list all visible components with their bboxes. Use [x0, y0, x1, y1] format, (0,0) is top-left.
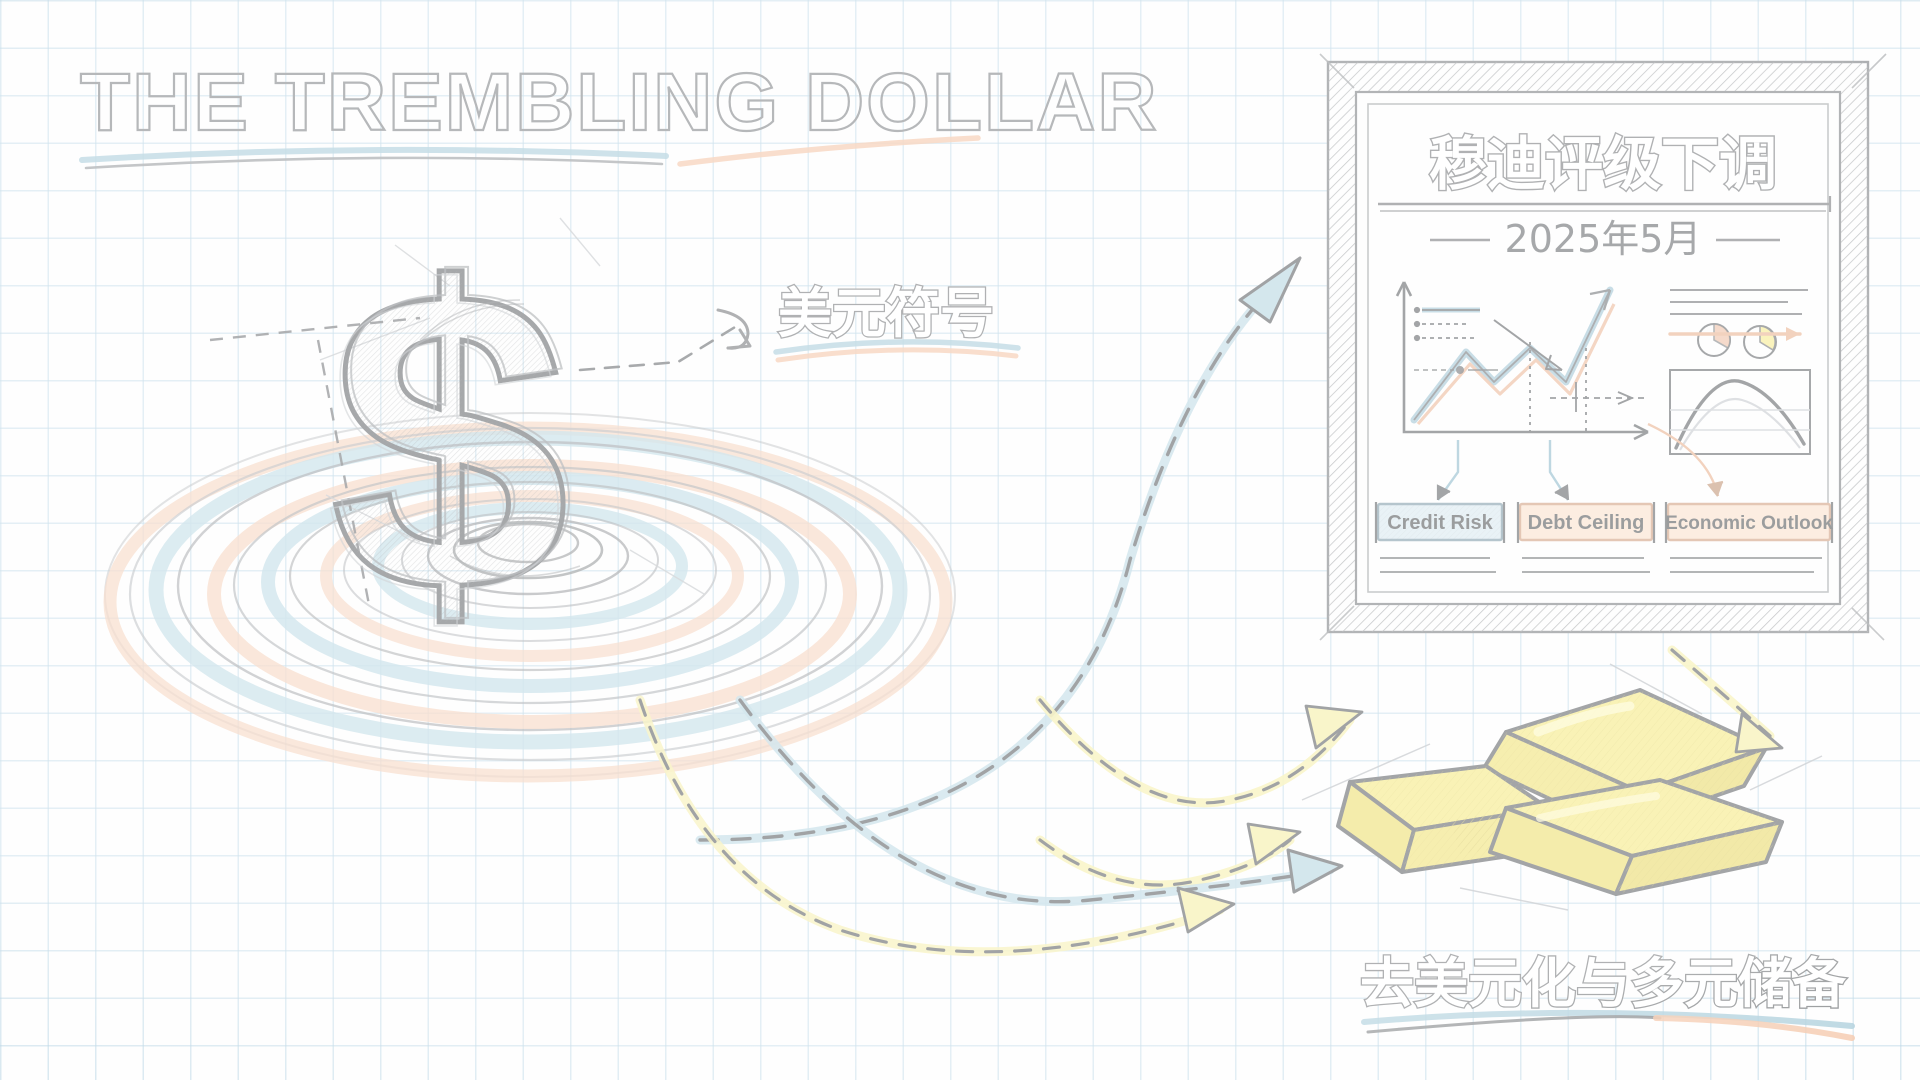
- arrow-dollar-to-panel: [695, 256, 1302, 845]
- arrow-panel-to-gold: [1667, 645, 1784, 754]
- arrow-dollar-to-gold-a: [1035, 695, 1364, 808]
- arrow-dollar-to-gold-b: [1035, 822, 1302, 890]
- arrow-ripple-to-gold-yellow: [635, 695, 1236, 957]
